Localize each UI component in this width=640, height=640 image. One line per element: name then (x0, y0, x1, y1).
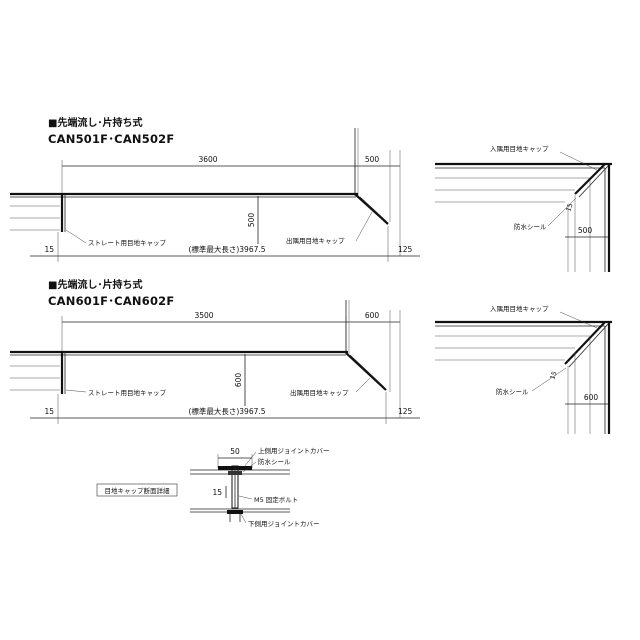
straight-cap-label: ストレート用目地キャップ (88, 238, 167, 247)
bolt-label: M5 固定ボルト (254, 495, 298, 504)
inner-cap-label: 入隅用目地キャップ (490, 304, 549, 313)
side-width-dimension: 500 (578, 226, 593, 235)
outer-corner-edge (355, 194, 389, 225)
detail-label: 目地キャップ断面詳細 (105, 486, 171, 495)
span-dimension: 3500 (194, 311, 213, 320)
right-dimension: 125 (398, 245, 413, 254)
inner-corner-detail: 入隅用目地キャップ 15 防水シール 600 (435, 304, 612, 434)
right-dimension: 125 (398, 407, 413, 416)
height-dimension: 600 (234, 373, 243, 388)
straight-cap-label: ストレート用目地キャップ (88, 388, 167, 397)
section-1: ■先端流し･片持ち式 CAN501F･CAN502F 3600 500 500 … (10, 116, 612, 272)
left-dimension: 15 (44, 245, 54, 254)
seal-label: 防水シール (514, 222, 547, 231)
upper-cover-label: 上側用ジョイントカバー (258, 446, 330, 455)
span-dimension: 3600 (198, 155, 217, 164)
section-2: ■先端流し･片持ち式 CAN601F･CAN602F 3500 600 600 … (10, 278, 612, 434)
outer-cap-label: 出隅用目地キャップ (286, 236, 345, 245)
corner-dimension: 500 (365, 155, 380, 164)
inner-cap-label: 入隅用目地キャップ (490, 144, 549, 153)
side-15-dimension: 15 (548, 370, 558, 381)
corner-dimension: 600 (365, 311, 380, 320)
side-width-dimension: 600 (584, 393, 599, 402)
section-1-model: CAN501F･CAN502F (48, 132, 174, 146)
section-1-title: ■先端流し･片持ち式 (48, 116, 142, 129)
height-dimension: 500 (247, 213, 256, 228)
inner-corner-detail: 入隅用目地キャップ 15 防水シール 500 (435, 144, 612, 272)
section-2-title: ■先端流し･片持ち式 (48, 278, 142, 291)
section-2-model: CAN601F･CAN602F (48, 294, 174, 308)
width-dimension: 50 (230, 447, 240, 456)
side-15-dimension: 15 (564, 202, 574, 213)
waterproof-seal (228, 471, 242, 475)
total-dimension: (標準最大長さ)3967.5 (188, 244, 265, 254)
outer-corner-edge (345, 352, 387, 391)
left-dimension: 15 (44, 407, 54, 416)
total-dimension: (標準最大長さ)3967.5 (188, 406, 265, 416)
seal-label: 防水シール (258, 457, 291, 466)
outer-cap-label: 出隅用目地キャップ (290, 388, 349, 397)
seal-label: 防水シール (496, 387, 529, 396)
gap-dimension: 15 (212, 488, 222, 497)
detail-label-box (96, 483, 178, 497)
lower-joint-cover (227, 510, 243, 514)
joint-cap-section-detail: 目地キャップ断面詳細 50 15 上側用ジョイントカバー 防水シール M5 固定… (96, 446, 330, 528)
lower-cover-label: 下側用ジョイントカバー (248, 520, 320, 528)
